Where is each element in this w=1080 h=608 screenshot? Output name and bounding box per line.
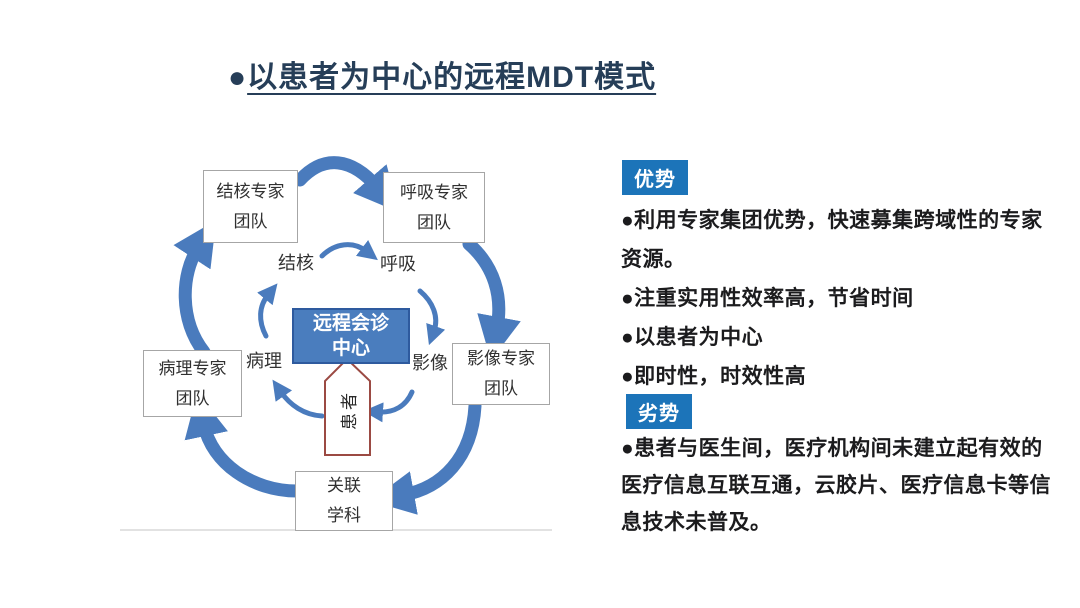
arrow-inner-imaging-to-patient-icon [363, 389, 415, 423]
label-respiratory: 呼吸 [380, 254, 416, 274]
arrow-inner-resp-to-imaging-icon [417, 288, 446, 346]
arrow-outer-pathology-to-tb-icon [173, 220, 217, 359]
arrow-inner-patient-to-pathology-icon [272, 379, 325, 419]
node-tuberculosis-team: 结核专家 团队 [203, 170, 298, 243]
title-bullet-icon: ● [228, 61, 248, 94]
advantages-list: ●利用专家集团优势，快速募集跨域性的专家资源。 ●注重实用性效率高，节省时间 ●… [621, 201, 1059, 396]
mdt-cycle-diagram [120, 156, 552, 531]
advantage-item: ●以患者为中心 [621, 326, 764, 349]
disadvantage-item: ●患者与医生间，医疗机构间未建立起有效的医疗信息互联互通，云胶片、医疗信息卡等信… [621, 437, 1051, 534]
node-remote-consultation-center: 远程会诊 中心 [292, 308, 410, 364]
advantage-item: ●利用专家集团优势，快速募集跨域性的专家资源。 [621, 209, 1043, 271]
arrow-outer-tb-to-resp-icon [293, 156, 399, 213]
arrow-outer-related-to-pathology-icon [184, 392, 304, 498]
arrow-inner-tb-to-resp-icon [319, 240, 378, 261]
patient-shape [324, 357, 371, 456]
patient-label: 患者 [339, 390, 359, 430]
node-imaging-team: 影像专家 团队 [452, 343, 550, 405]
disadvantages-badge: 劣势 [626, 394, 692, 429]
arrow-outer-imaging-to-related-icon [370, 399, 482, 515]
node-related-disciplines: 关联 学科 [295, 471, 393, 531]
label-imaging: 影像 [412, 353, 448, 373]
label-pathology: 病理 [246, 351, 282, 371]
label-tuberculosis: 结核 [278, 253, 314, 273]
arrow-inner-pathology-to-tb-icon [257, 283, 278, 339]
node-pathology-team: 病理专家 团队 [143, 350, 242, 417]
advantage-item: ●注重实用性效率高，节省时间 [621, 287, 914, 310]
page-title: ●以患者为中心的远程MDT模式 [228, 52, 656, 96]
advantage-item: ●即时性，时效性高 [621, 365, 807, 388]
advantages-badge: 优势 [622, 160, 688, 195]
disadvantages-list: ●患者与医生间，医疗机构间未建立起有效的医疗信息互联互通，云胶片、医疗信息卡等信… [621, 430, 1059, 541]
arrow-outer-resp-to-imaging-icon [462, 237, 521, 361]
title-text: 以患者为中心的远程MDT模式 [247, 61, 657, 94]
node-respiratory-team: 呼吸专家 团队 [383, 172, 485, 243]
